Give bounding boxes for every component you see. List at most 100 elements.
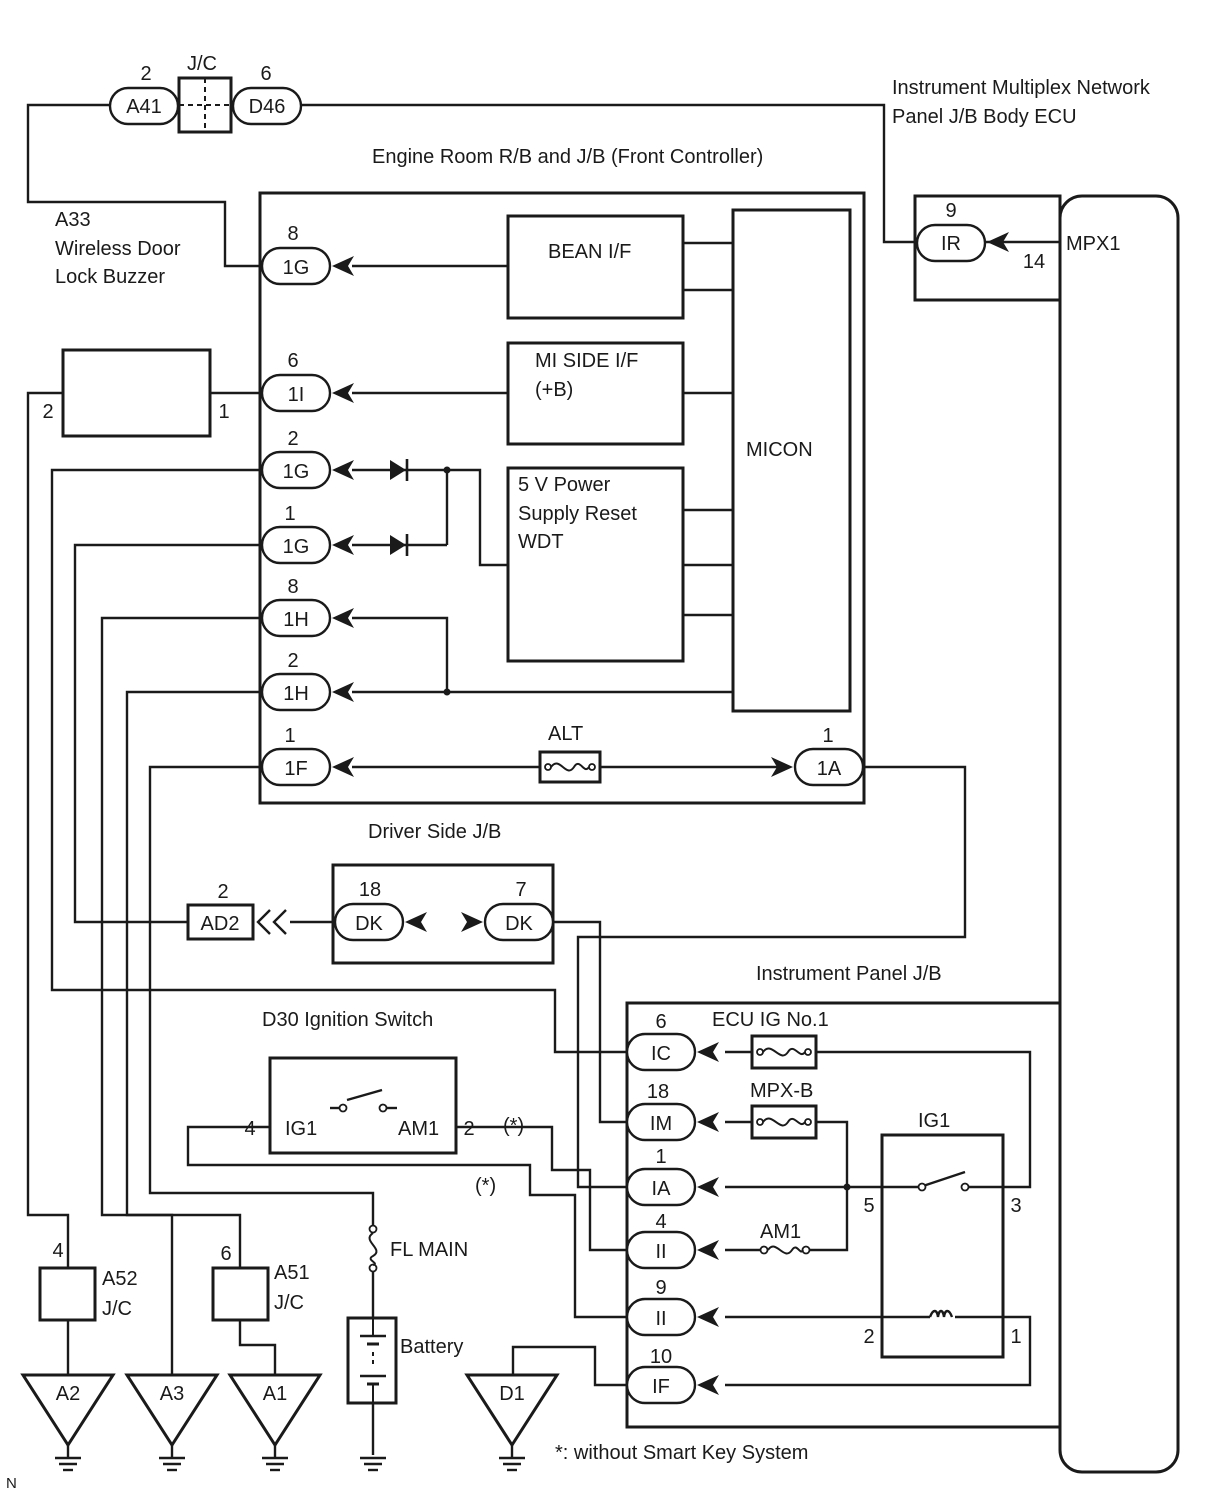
conn-1h-b: 1H [283, 683, 309, 705]
pin-numbers: 2 6 9 14 8 6 2 1 8 2 1 1 2 1 2 18 7 6 18… [42, 63, 1045, 1368]
svg-text:4: 4 [52, 1240, 63, 1262]
svg-text:10: 10 [650, 1346, 672, 1368]
diode-icon [390, 534, 409, 556]
svg-text:7: 7 [515, 879, 526, 901]
svg-text:14: 14 [1023, 251, 1045, 273]
svg-text:8: 8 [287, 223, 298, 245]
mi-side-if-block [506, 341, 685, 446]
svg-text:18: 18 [359, 879, 381, 901]
conn-a41: A41 [126, 96, 162, 118]
conn-1g-b: 1G [283, 536, 310, 558]
svg-text:1: 1 [822, 725, 833, 747]
svg-text:2: 2 [42, 401, 53, 423]
svg-text:18: 18 [647, 1081, 669, 1103]
a51-jc [211, 1266, 270, 1322]
conn-1g-a: 1G [283, 461, 310, 483]
conn-ic: IC [651, 1043, 671, 1065]
svg-text:3: 3 [1010, 1195, 1021, 1217]
conn-ir: IR [941, 233, 961, 255]
svg-text:1: 1 [655, 1146, 666, 1168]
svg-text:2: 2 [287, 428, 298, 450]
svg-text:9: 9 [945, 200, 956, 222]
conn-if: IF [652, 1376, 670, 1398]
mpx1-label: MPX1 [1066, 233, 1120, 255]
battery-label: Battery [400, 1336, 463, 1358]
footnote: *: without Smart Key System [555, 1442, 808, 1464]
corner-mark: N [6, 1475, 17, 1492]
conn-ad2: AD2 [201, 913, 240, 935]
fl-main-label: FL MAIN [390, 1239, 468, 1261]
conn-d46: D46 [249, 96, 286, 118]
svg-text:1: 1 [1010, 1326, 1021, 1348]
svg-text:1: 1 [284, 725, 295, 747]
star-note-1: (*) [503, 1115, 524, 1137]
svg-text:6: 6 [260, 63, 271, 85]
svg-text:6: 6 [655, 1011, 666, 1033]
conn-1a: 1A [817, 758, 842, 780]
am1-fuse-icon [759, 1245, 811, 1255]
diode-icon [390, 459, 409, 481]
ad2-connector [186, 903, 255, 941]
conn-ii9: II [655, 1308, 666, 1330]
ground-d1 [464, 1373, 560, 1472]
alt-fuse-icon [538, 750, 602, 784]
mi-side-label-1: MI SIDE I/F [535, 350, 638, 372]
ig1-relay-label: IG1 [918, 1110, 950, 1132]
sw-am1-label: AM1 [398, 1118, 439, 1140]
ground-a3 [124, 1373, 220, 1472]
conn-im: IM [650, 1113, 672, 1135]
ground-a1-label: A1 [263, 1383, 287, 1405]
fl-main-fuse-icon [368, 1224, 378, 1273]
instrument-ecu-title-2: Panel J/B Body ECU [892, 106, 1077, 128]
am1-fuse-label: AM1 [760, 1221, 801, 1243]
driver-jb-title: Driver Side J/B [368, 821, 501, 843]
driver-side-jb [331, 863, 555, 965]
conn-dk7: DK [505, 913, 533, 935]
svg-text:2: 2 [140, 63, 151, 85]
svg-text:6: 6 [287, 350, 298, 372]
connector-pills [108, 86, 987, 1405]
ad2-chevrons [256, 909, 287, 935]
ground-a3-label: A3 [160, 1383, 184, 1405]
a33-code: A33 [55, 209, 91, 231]
ground-a1 [227, 1373, 323, 1472]
instrument-ecu-body [1058, 194, 1180, 1474]
instrument-panel-jb [625, 1001, 1062, 1429]
svg-text:2: 2 [863, 1326, 874, 1348]
svg-text:1: 1 [218, 401, 229, 423]
conn-ia: IA [652, 1178, 672, 1200]
a52-label: A52 [102, 1268, 138, 1290]
svg-text:2: 2 [287, 650, 298, 672]
ecu-ig-label: ECU IG No.1 [712, 1009, 829, 1031]
buzzer-box [61, 348, 212, 438]
relay-contact-icon [917, 1182, 970, 1192]
a51-label: A51 [274, 1262, 310, 1284]
component-labels: J/C Instrument Multiplex Network Panel J… [6, 53, 1151, 1492]
ignition-switch [268, 1056, 458, 1155]
svg-text:5: 5 [863, 1195, 874, 1217]
ground-a2-label: A2 [56, 1383, 80, 1405]
alt-label: ALT [548, 723, 583, 745]
micon-block [731, 208, 852, 713]
connector-labels: A41 D46 IR 1G 1I 1G 1G 1H 1H 1F 1A AD2 D… [56, 96, 961, 1405]
ground-d1-label: D1 [499, 1383, 525, 1405]
star-note-2: (*) [475, 1175, 496, 1197]
psu-label-3: WDT [518, 531, 564, 553]
svg-text:8: 8 [287, 576, 298, 598]
ig1-relay [880, 1133, 1005, 1359]
mpx-b-label: MPX-B [750, 1080, 813, 1102]
conn-dk18: DK [355, 913, 383, 935]
relay-coil-icon [928, 1309, 954, 1318]
engine-room-title: Engine Room R/B and J/B (Front Controlle… [372, 146, 763, 168]
mpx-b-fuse-icon [750, 1104, 818, 1140]
svg-text:6: 6 [220, 1243, 231, 1265]
battery-icon [346, 1316, 398, 1405]
conn-ii4: II [655, 1241, 666, 1263]
ip-jb-title: Instrument Panel J/B [756, 963, 942, 985]
a33-name-1: Wireless Door [55, 238, 181, 260]
bean-if-block [506, 214, 685, 320]
wires [26, 103, 1060, 1455]
ground-battery [360, 1456, 386, 1472]
micon-label: MICON [746, 439, 813, 461]
ignition-switch-contact-icon [330, 1088, 397, 1113]
